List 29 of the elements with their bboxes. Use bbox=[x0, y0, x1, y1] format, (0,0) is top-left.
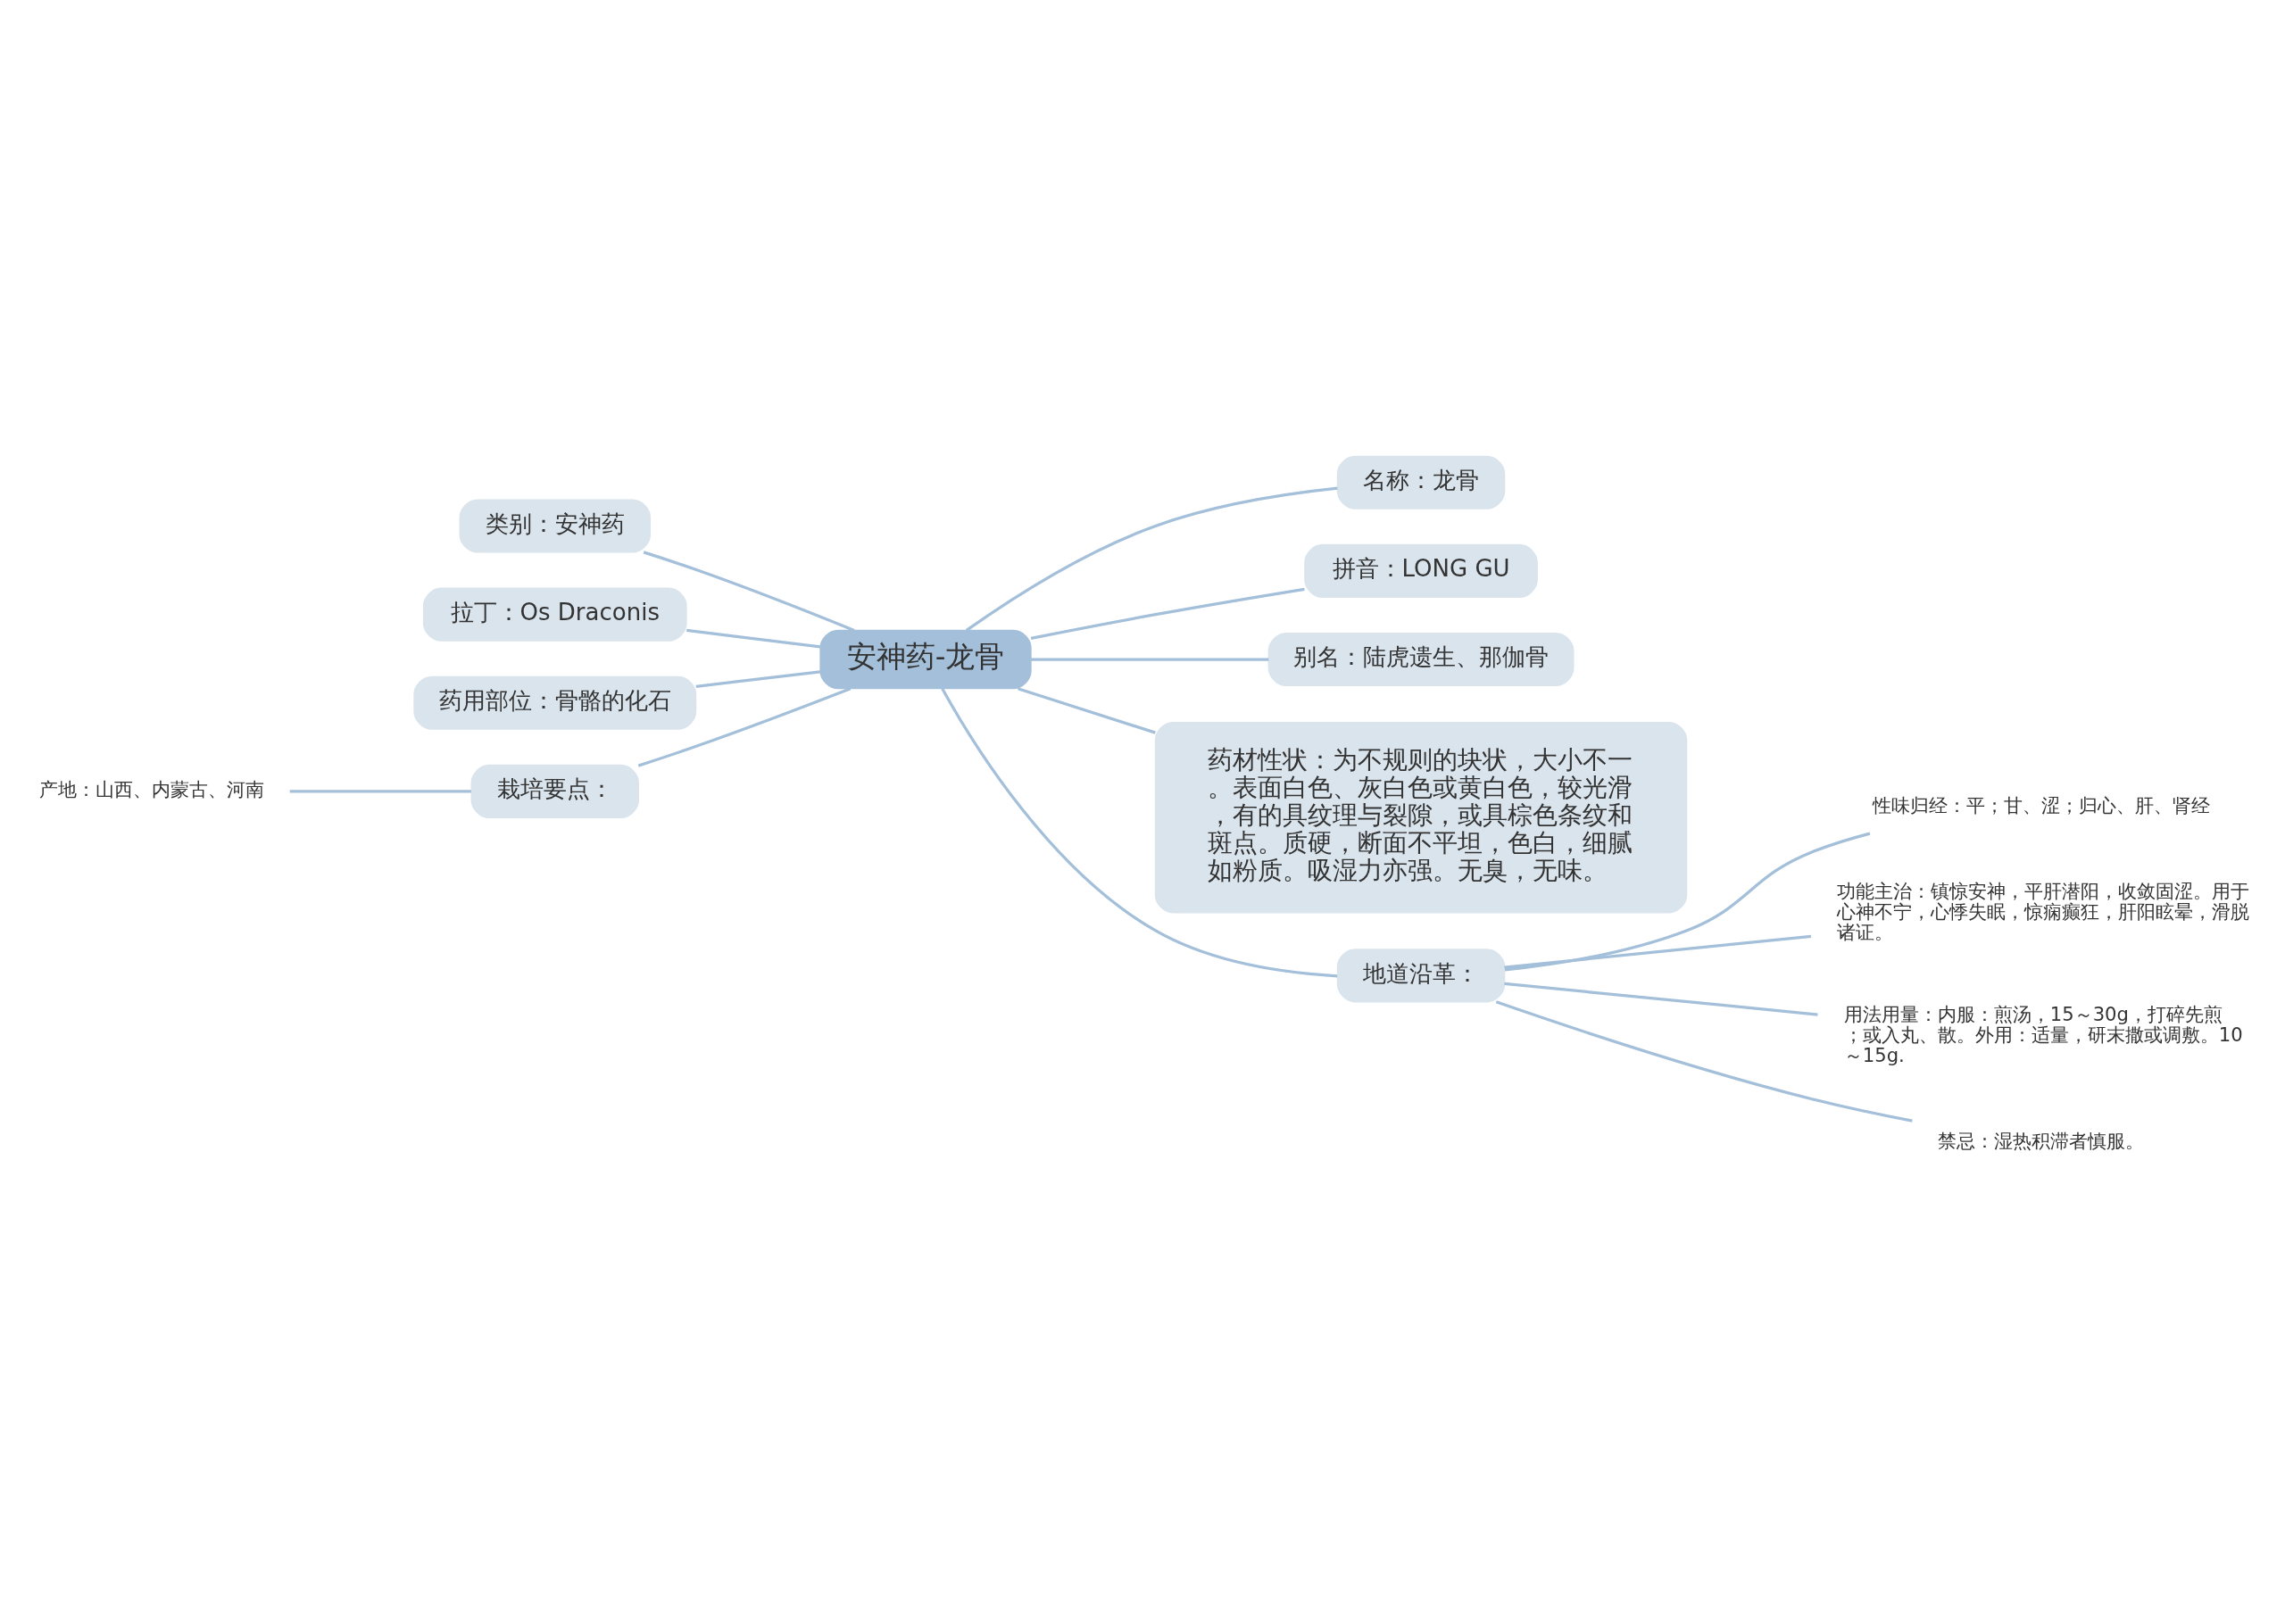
connector bbox=[695, 669, 821, 688]
node-box: 拉丁：Os Draconis bbox=[422, 587, 687, 642]
node-text: 功能主治：镇惊安神，平肝潜阳，收敛固涩。用于心神不宁，心悸失眠，惊痫癫狂，肝阳眩晕，滑脱诸证。 bbox=[1837, 879, 2250, 943]
node-box: 安神药-龙骨 bbox=[819, 629, 1032, 689]
node-text: 性味归经：平；甘、涩；归心、肝、肾经 bbox=[1872, 793, 2210, 816]
connector bbox=[289, 789, 471, 793]
connector bbox=[1018, 686, 1156, 734]
node-box: 药材性状：为不规则的块状，大小不一。表面白色、灰白色或黄白色，较光滑，有的具纹理与裂隙，或具棕色条纹和斑点。质硬，断面不平坦，色白，细腻如粉质。吸湿力亦强。无臭，无味。 bbox=[1154, 721, 1688, 913]
node-box: 药用部位：骨骼的化石 bbox=[413, 675, 697, 730]
connector bbox=[1031, 657, 1269, 661]
connector bbox=[1495, 999, 1913, 1123]
connector bbox=[1504, 934, 1812, 969]
connector bbox=[941, 687, 1338, 977]
connector bbox=[1504, 832, 1871, 972]
connector bbox=[643, 550, 855, 632]
node-box: 名称：龙骨 bbox=[1336, 455, 1506, 510]
node-text: 产地：山西、内蒙古、河南 bbox=[38, 777, 264, 800]
connector bbox=[965, 486, 1338, 632]
node-box: 别名：陆虎遗生、那伽骨 bbox=[1267, 632, 1575, 686]
connector bbox=[1504, 982, 1818, 1016]
node-box: 类别：安神药 bbox=[459, 498, 652, 553]
node-box: 地道沿革： bbox=[1336, 948, 1506, 1002]
node-box: 拼音：LONG GU bbox=[1304, 543, 1538, 598]
node-box: 栽培要点： bbox=[470, 764, 640, 818]
node-text: 用法用量：内服：煎汤，15～30g，打碎先煎；或入丸、散。外用：适量，研末撒或调敷。10～15g. bbox=[1843, 1002, 2243, 1066]
connector bbox=[1030, 587, 1305, 640]
connector bbox=[637, 686, 852, 767]
connector bbox=[686, 628, 821, 648]
node-text: 禁忌：湿热积滞者慎服。 bbox=[1938, 1129, 2145, 1152]
